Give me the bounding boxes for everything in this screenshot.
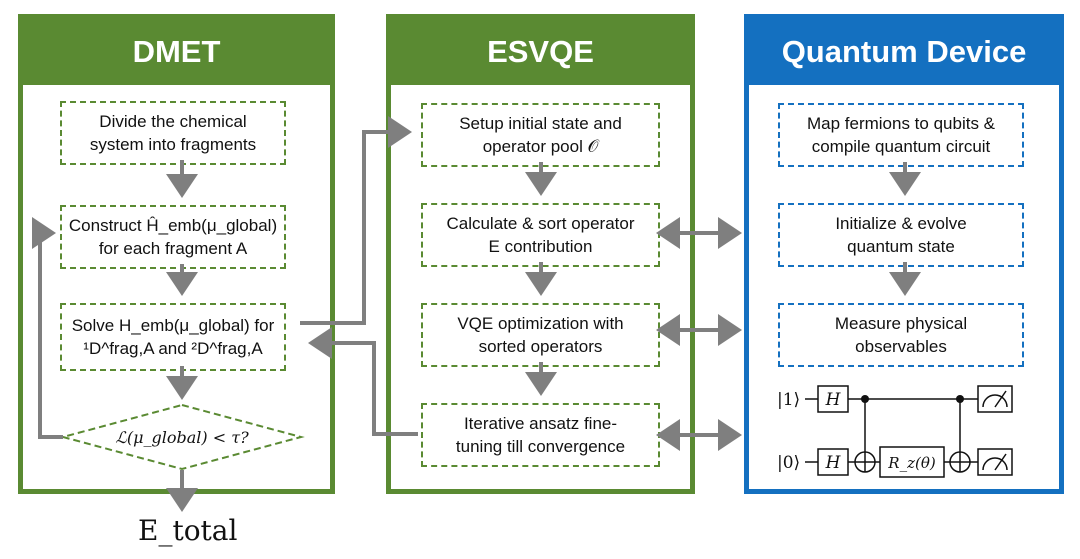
decision-label: ℒ(μ_global) < τ? — [115, 428, 249, 447]
energy-total-output: E_total — [138, 514, 238, 547]
esvqe-step-calculate: Calculate & sort operator E contribution — [421, 203, 660, 267]
qd-step-initialize-line1: Initialize & evolve — [835, 214, 967, 233]
arrow-solve-to-setup — [300, 116, 412, 325]
esvqe-step-calculate-line2: E contribution — [488, 237, 593, 256]
measure-gate-1 — [977, 385, 1013, 413]
dmet-step-construct: Construct Ĥ_emb(μ_global) for each fragm… — [60, 205, 286, 269]
esvqe-step-iterative: Iterative ansatz fine- tuning till conve… — [421, 403, 660, 467]
qd-step-map-line2: compile quantum circuit — [811, 137, 991, 156]
esvqe-step-iterative-line2: tuning till convergence — [455, 437, 626, 456]
dmet-step-divide-line1: Divide the chemical — [99, 112, 247, 131]
decision-diamond — [59, 403, 305, 471]
meter-icon-1 — [982, 394, 1008, 408]
measure-gate-0 — [977, 448, 1013, 476]
cnot-control-1 — [861, 395, 869, 403]
esvqe-step-vqe-line2: sorted operators — [478, 337, 603, 356]
dmet-title: DMET — [23, 19, 330, 85]
esvqe-title: ESVQE — [391, 19, 690, 85]
qd-step-measure-line1: Measure physical — [834, 314, 968, 333]
esvqe-panel: ESVQE Setup initial state and operator p… — [386, 14, 695, 494]
h-gate-1 — [817, 385, 849, 413]
dmet-step-divide: Divide the chemical system into fragment… — [60, 101, 286, 165]
qd-step-initialize: Initialize & evolve quantum state — [778, 203, 1024, 267]
esvqe-step-vqe: VQE optimization with sorted operators — [421, 303, 660, 367]
qd-step-measure-line2: observables — [855, 337, 947, 356]
esvqe-step-setup-line2: operator pool 𝒪 — [482, 137, 599, 156]
qd-step-measure: Measure physical observables — [778, 303, 1024, 367]
meter-icon-0 — [982, 457, 1008, 471]
qd-step-initialize-line2: quantum state — [847, 237, 955, 256]
esvqe-step-setup: Setup initial state and operator pool 𝒪 — [421, 103, 660, 167]
rz-gate-label: R_z(θ) — [887, 454, 936, 472]
arrow-loop-back — [32, 217, 63, 439]
esvqe-step-vqe-line1: VQE optimization with — [457, 314, 624, 333]
esvqe-step-calculate-line1: Calculate & sort operator — [446, 214, 635, 233]
dmet-step-solve-line1: Solve H_emb(μ_global) for — [71, 316, 275, 335]
arrow-iterative-to-solve — [308, 327, 418, 436]
quantum-device-title: Quantum Device — [749, 19, 1059, 85]
quantum-device-panel: Quantum Device Map fermions to qubits & … — [744, 14, 1064, 494]
qd-step-map: Map fermions to qubits & compile quantum… — [778, 103, 1024, 167]
quantum-circuit: |1⟩ |0⟩ H H R_z(θ) — [777, 385, 1013, 478]
dmet-step-construct-line2: for each fragment A — [98, 239, 248, 258]
h-gate-1-label: H — [825, 390, 842, 410]
dmet-step-construct-line1: Construct Ĥ_emb(μ_global) — [68, 216, 278, 235]
esvqe-step-setup-line1: Setup initial state and — [459, 114, 622, 133]
h-gate-0 — [817, 448, 849, 476]
qubit-label-1: |1⟩ — [777, 390, 800, 410]
rz-gate — [879, 446, 945, 478]
dmet-panel: DMET Divide the chemical system into fra… — [18, 14, 335, 494]
qubit-label-0: |0⟩ — [777, 453, 800, 473]
esvqe-step-iterative-line1: Iterative ansatz fine- — [463, 414, 618, 433]
cnot-control-2 — [956, 395, 964, 403]
dmet-step-solve: Solve H_emb(μ_global) for ¹D^frag,A and … — [60, 303, 286, 371]
dmet-step-solve-line2: ¹D^frag,A and ²D^frag,A — [83, 339, 263, 358]
qd-step-map-line1: Map fermions to qubits & — [806, 114, 996, 133]
meter-needle-0 — [994, 453, 1007, 471]
dmet-step-divide-line2: system into fragments — [89, 135, 257, 154]
h-gate-0-label: H — [825, 453, 842, 473]
meter-needle-1 — [994, 390, 1007, 408]
